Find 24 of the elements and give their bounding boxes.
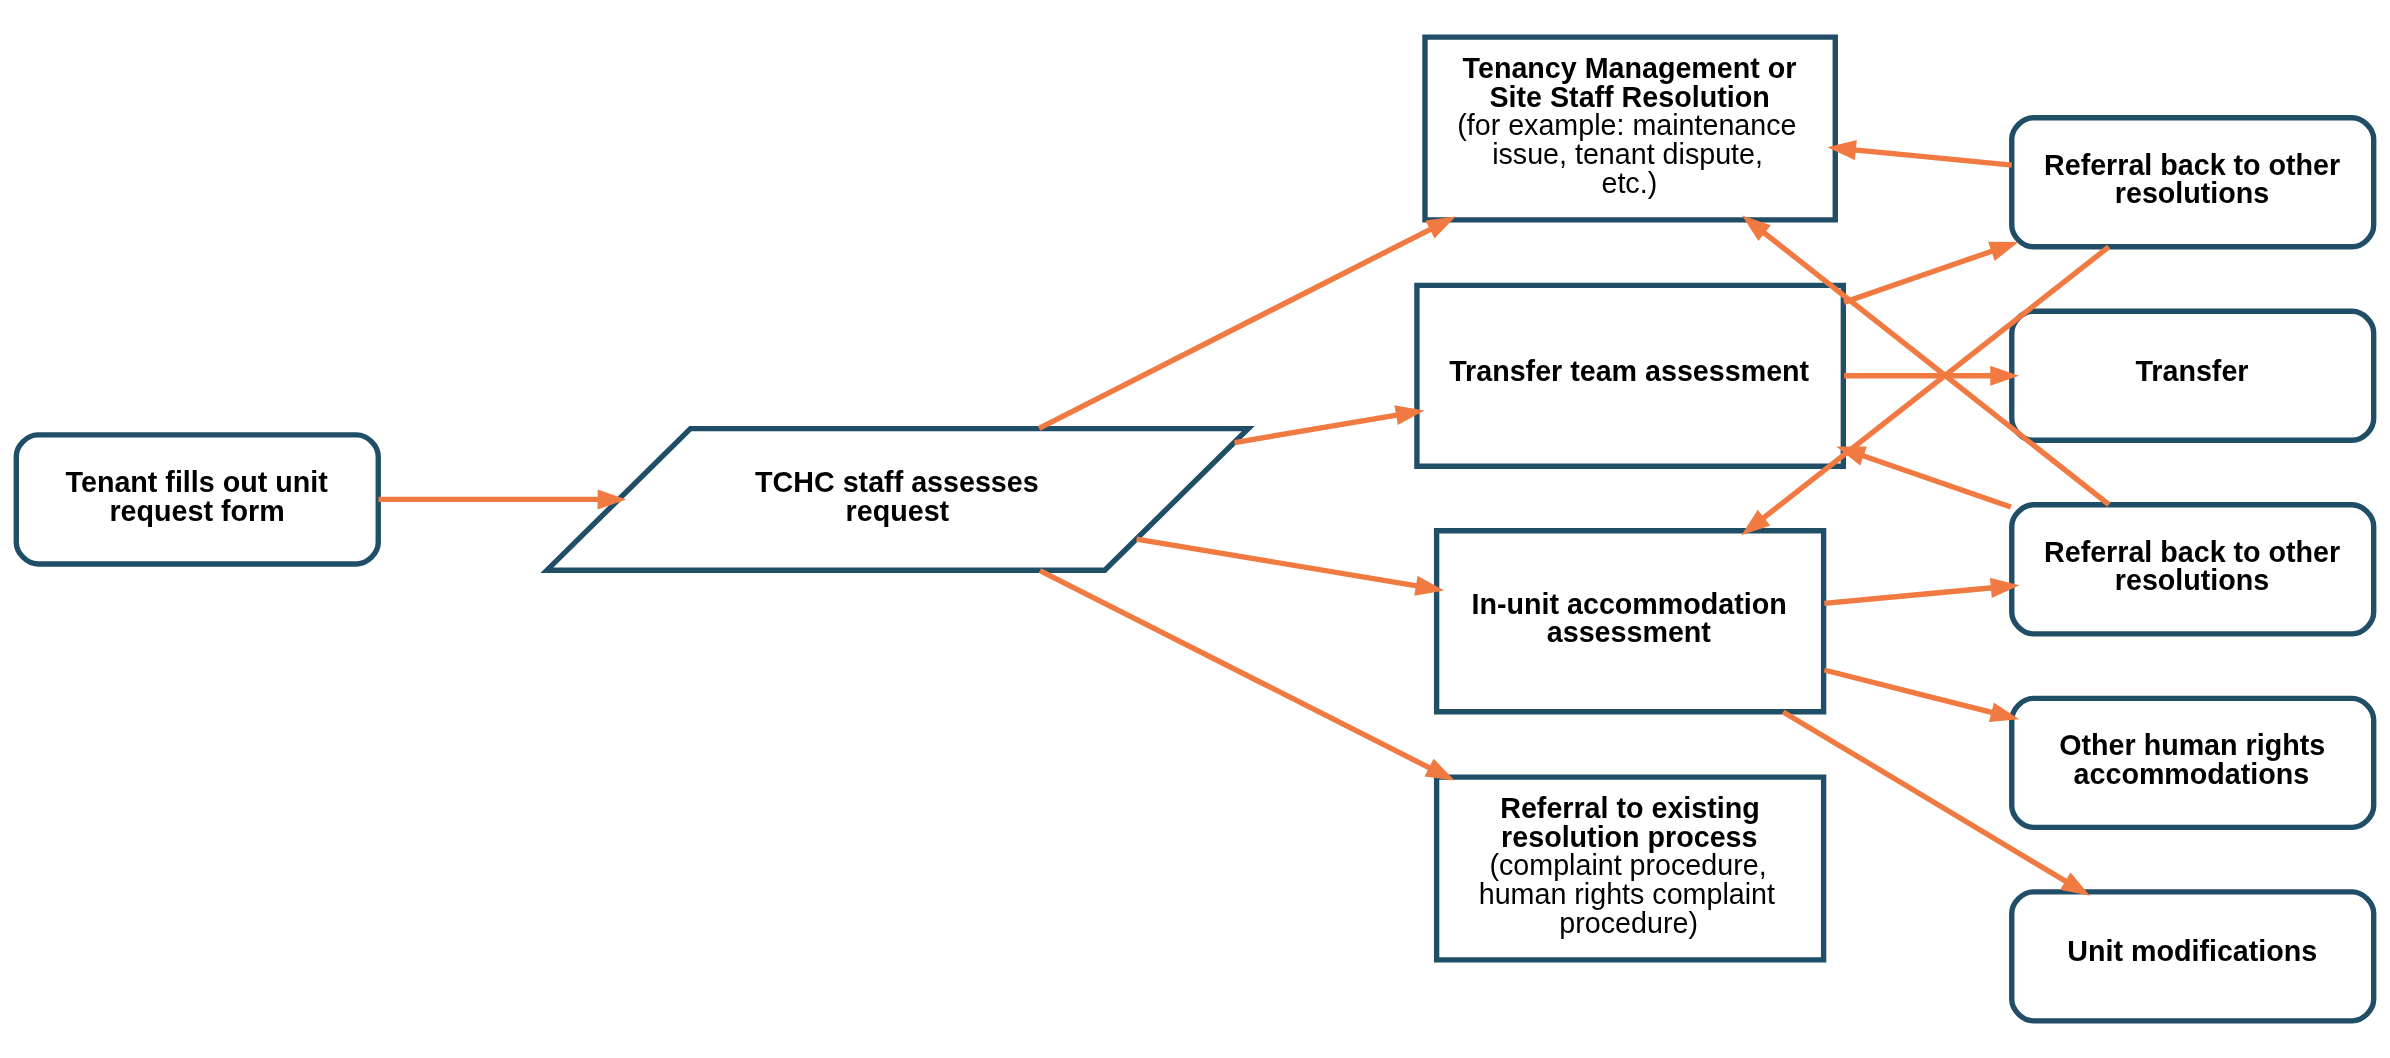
node-box: Referral back to other resolutions bbox=[2009, 502, 2377, 637]
arrow bbox=[1824, 577, 2020, 607]
arrow bbox=[1038, 568, 1455, 781]
node-box: Unit modifications bbox=[2009, 889, 2377, 1024]
node-box: Referral to existing resolution process (complaint procedure, human rights complaint procedure) bbox=[1433, 774, 1827, 963]
node-box: Transfer team assessment bbox=[1414, 282, 1847, 469]
arrow bbox=[1037, 216, 1456, 431]
node-box: Transfer bbox=[2009, 308, 2377, 443]
arrow bbox=[1823, 667, 2020, 723]
arrow bbox=[1741, 244, 2111, 536]
arrow bbox=[1742, 215, 2111, 507]
node-box: Other human rights accommodations bbox=[2009, 695, 2377, 830]
arrow bbox=[378, 489, 627, 510]
node-box: Tenancy Management or Site Staff Resolution (for example: maintenance issue, tenant dispute, etc.) bbox=[1422, 34, 1838, 223]
arrow bbox=[1843, 241, 2019, 305]
arrow bbox=[1136, 536, 1445, 596]
arrow bbox=[1781, 709, 2090, 896]
node-box: In-unit accommodation assessment bbox=[1433, 528, 1827, 715]
arrow bbox=[1827, 140, 2012, 168]
node-box: Tenant fills out unit request form bbox=[13, 432, 381, 567]
arrow bbox=[1844, 365, 2019, 386]
arrow bbox=[1836, 446, 2012, 510]
node-box: Referral back to other resolutions bbox=[2009, 115, 2377, 250]
arrow bbox=[1234, 405, 1425, 446]
